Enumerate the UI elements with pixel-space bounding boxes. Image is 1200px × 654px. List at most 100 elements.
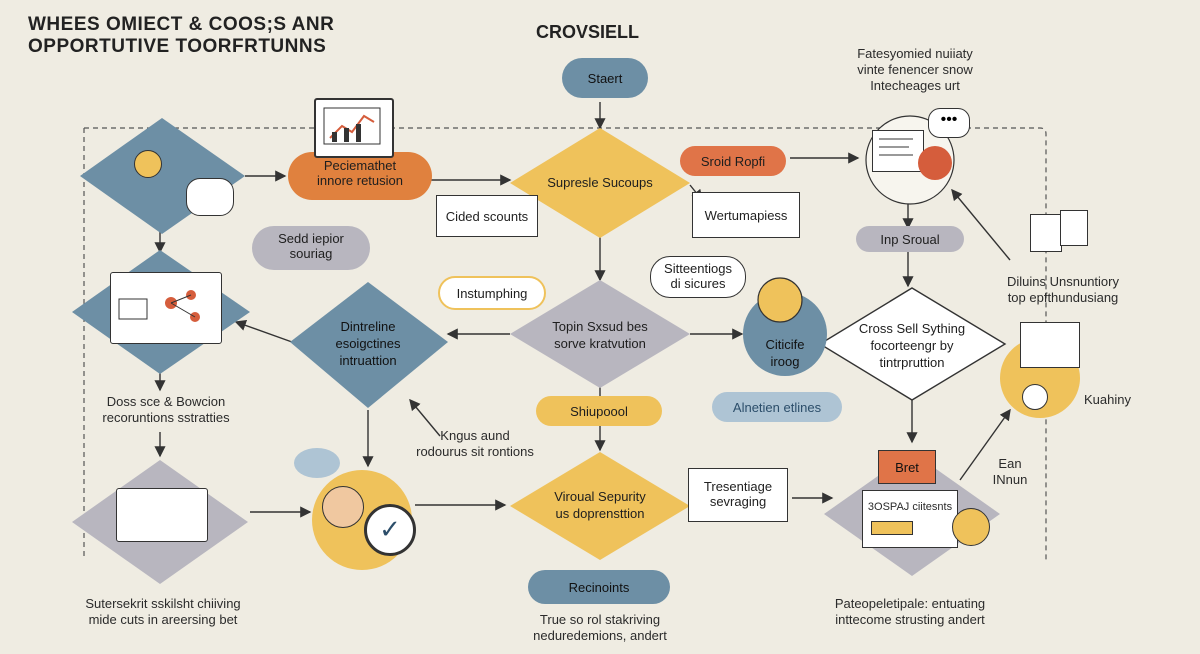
dintreline-line-3: intruattion	[339, 353, 397, 368]
kngus-line-1: Kngus aund	[440, 428, 510, 443]
progress-bar-icon	[871, 521, 913, 535]
pecimathet-line-2: innore retusion	[317, 173, 403, 188]
cross-sell-line-1: Cross Sell Sything	[858, 321, 966, 336]
sedd-iepior-line-2: souriag	[289, 246, 333, 261]
pateopeletipale-line-2: inttecome strusting andert	[835, 612, 985, 627]
speech-dots-icon: •••	[928, 108, 970, 138]
wert-box: Wertumapiess	[692, 192, 800, 238]
top-note-line-2: vinte fenencer snow	[857, 62, 973, 77]
laptop-icon	[116, 488, 208, 542]
topin-label: Topin Sxsud bes sorve kratvution	[530, 318, 670, 352]
bospaj-screen: 3OSPAJ ciitesnts	[862, 490, 958, 548]
diluins-text: Diluins Unsnuntiory top epfthundusiang	[988, 274, 1138, 306]
cross-sell-line-2: focorteengr by	[870, 338, 954, 353]
start-bubble: Staert	[562, 58, 648, 98]
arrow-right-icons	[951, 188, 1011, 261]
cross-sell-label: Cross Sell Sything focorteengr by tintrp…	[842, 320, 982, 371]
sroid-ropfi-pill: Sroid Ropfi	[680, 146, 786, 176]
true-so-line-2: neduredemions, andert	[533, 628, 667, 643]
true-so-text: True so rol stakriving neduredemions, an…	[512, 612, 688, 644]
sutersekrit-text: Sutersekrit sskilsht chiiving mide cuts …	[68, 596, 258, 628]
tresentiage-box: Tresentiage sevraging	[688, 468, 788, 522]
topin-line-1: Topin Sxsud bes	[552, 319, 648, 334]
shiupoool-pill: Shiupoool	[536, 396, 662, 426]
dashed-frame	[83, 127, 1047, 560]
cided-scounts-box: Cided scounts	[436, 195, 538, 237]
doss-line-2: recoruntions sstratties	[102, 410, 230, 425]
alnetien-pill: Alnetien etlines	[712, 392, 842, 422]
recinoints-pill: Recinoints	[528, 570, 670, 604]
sittentiogs-bubble: Sitteentiogs di sicures	[650, 256, 746, 298]
main-title-line-2: OPPORTUTIVE TOORFRTUNNS	[28, 36, 327, 57]
tresentiage-line-1: Tresentiage	[703, 479, 773, 494]
diamond-viroual	[510, 452, 690, 560]
arrow-bospaj-up-right	[959, 408, 1011, 481]
diamond-dintreline	[290, 282, 448, 408]
pateopeletipale-line-1: Pateopeletipale: entuating	[834, 596, 986, 611]
diamond-left-top	[80, 118, 245, 234]
ean-line-2: INnun	[992, 472, 1028, 487]
mail-icon	[294, 448, 340, 478]
main-title-line-1: WHEES OMIECT & COOS;S ANR	[28, 14, 335, 35]
diluins-line-1: Diluins Unsnuntiory	[1007, 274, 1119, 289]
bospaj-label: 3OSPAJ ciitesnts	[867, 501, 953, 513]
main-title: WHEES OMIECT & COOS;S ANR OPPORTUTIVE TO…	[28, 14, 334, 58]
viroual-line-2: us doprensttion	[555, 506, 645, 521]
sittentiogs-line-2: di sicures	[670, 276, 726, 291]
diluins-line-2: top epfthundusiang	[1007, 290, 1119, 305]
diamond-supresle	[510, 128, 690, 238]
kngus-line-2: rodourus sit rontions	[416, 444, 534, 459]
network-screen-icon	[110, 272, 222, 344]
people-icon	[134, 150, 162, 178]
viroual-label: Viroual Sepurity us doprensttion	[530, 488, 670, 522]
arrow-dintreline-to-screen	[234, 320, 293, 343]
key-badge-icon	[952, 508, 990, 546]
pateopeletipale-text: Pateopeletipale: entuating inttecome str…	[812, 596, 1008, 628]
inp-sroual-pill: Inp Sroual	[856, 226, 964, 252]
report-chart-icon	[1020, 322, 1080, 368]
viroual-line-1: Viroual Sepurity	[554, 489, 646, 504]
doss-line-1: Doss sce & Bowcion	[106, 394, 226, 409]
tresentiage-line-2: sevraging	[709, 494, 767, 509]
dintreline-line-2: esoigctines	[335, 336, 401, 351]
cross-sell-line-3: tintrpruttion	[879, 355, 945, 370]
top-note: Fatesyomied nuiiaty vinte fenencer snow …	[830, 46, 1000, 94]
document-icon	[1030, 214, 1062, 252]
topin-line-2: sorve kratvution	[554, 336, 646, 351]
citicife-line-2: iroog	[770, 354, 800, 369]
chat-bubble-icon	[186, 178, 234, 216]
sedd-iepior-bubble: Sedd iepior souriag	[252, 226, 370, 270]
sedd-iepior-line-1: Sedd iepior	[278, 231, 344, 246]
pecimathet-line-1: Peciemathet	[323, 158, 397, 173]
clock-icon	[1022, 384, 1048, 410]
pecimathet-bubble: Peciemathet innore retusion	[288, 152, 432, 200]
doss-text: Doss sce & Bowcion recoruntions sstratti…	[86, 394, 246, 426]
instumphing-bubble: Instumphing	[438, 276, 546, 310]
true-so-line-1: True so rol stakriving	[539, 612, 661, 627]
ean-text: Ean INnun	[980, 456, 1040, 488]
sutersekrit-line-2: mide cuts in areersing bet	[88, 612, 238, 627]
chart-monitor-icon	[314, 98, 394, 158]
top-note-line-1: Fatesyomied nuiiaty	[857, 46, 973, 61]
document-stack-icon	[1060, 210, 1088, 246]
citicife-label: Citicife iroog	[745, 336, 825, 370]
sittentiogs-line-1: Sitteentiogs	[664, 261, 732, 276]
top-note-line-3: Intecheages urt	[870, 78, 960, 93]
bret-box: Bret	[878, 450, 936, 484]
tools-badge-icon	[918, 146, 952, 180]
citicife-line-1: Citicife	[765, 337, 805, 352]
dintreline-line-1: Dintreline	[340, 319, 396, 334]
kuahiny-label: Kuahiny	[1084, 392, 1131, 407]
ean-line-1: Ean	[998, 456, 1022, 471]
supresle-label: Supresle Sucoups	[547, 175, 653, 190]
dintreline-label: Dintreline esoigctines intruattion	[298, 318, 438, 369]
document-screen-icon	[872, 130, 924, 172]
kngus-text: Kngus aund rodourus sit rontions	[400, 428, 550, 460]
sutersekrit-line-1: Sutersekrit sskilsht chiiving	[85, 596, 241, 611]
arrow-kngus-to-dintreline	[409, 398, 441, 437]
diamond-topin	[510, 280, 690, 388]
checkmark-icon: ✓	[364, 504, 416, 556]
diamond-cross-sell	[818, 287, 1007, 401]
circle-citicife-inner	[757, 277, 803, 323]
